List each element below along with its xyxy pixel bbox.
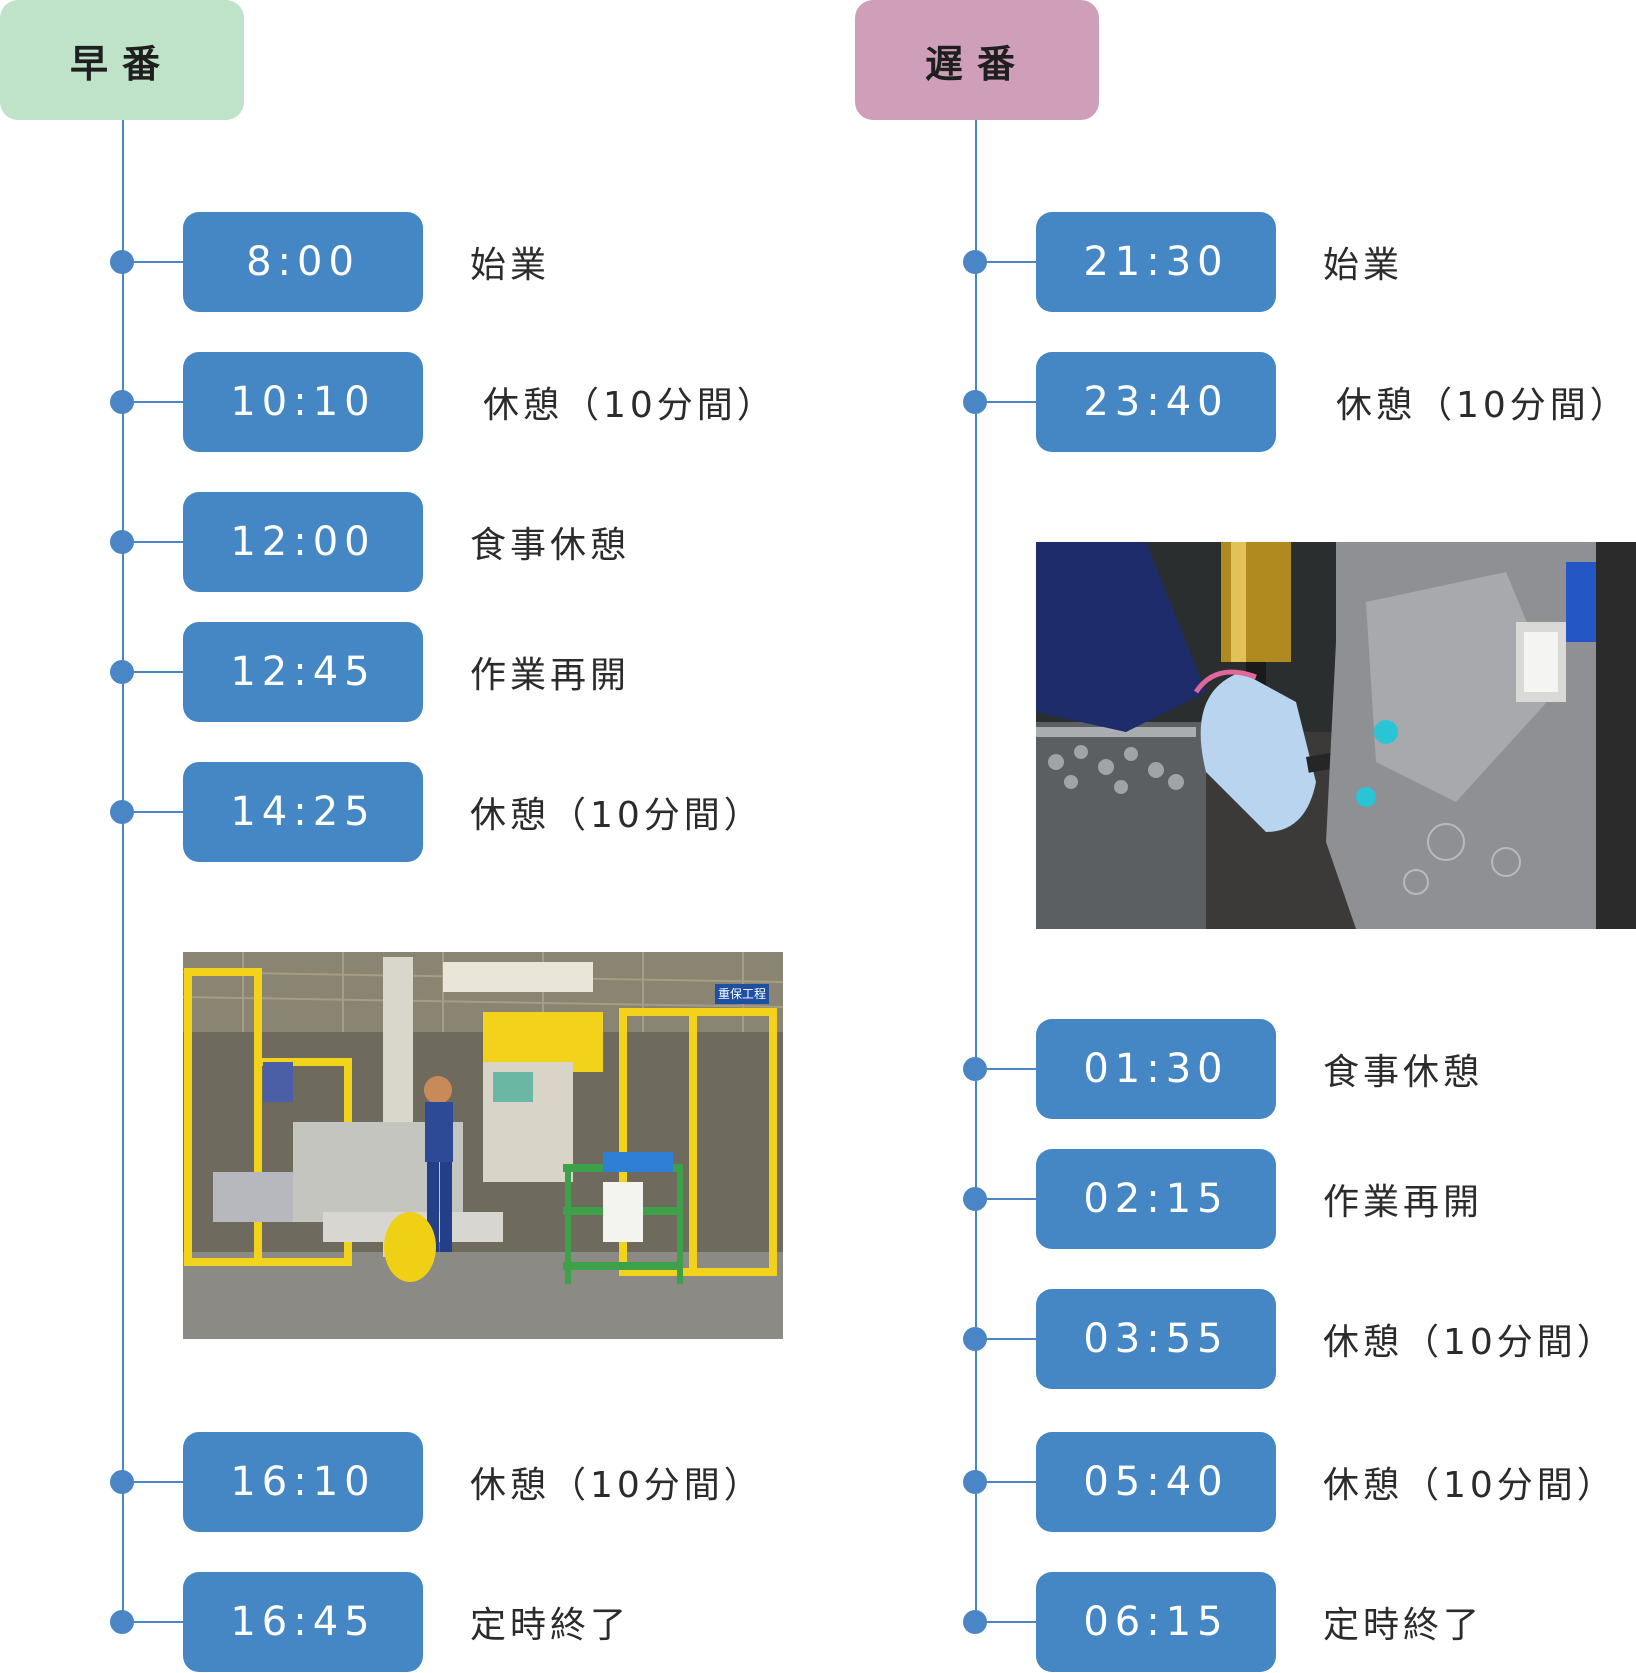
time-badge: 06:15	[1036, 1572, 1276, 1672]
timeline-entry: 14:25 休憩（10分間）	[110, 762, 760, 862]
time-badge: 02:15	[1036, 1149, 1276, 1249]
timeline-dot	[963, 1610, 987, 1634]
timeline-entry: 10:10 休憩（10分間）	[110, 352, 773, 452]
timeline-connector	[975, 1621, 1050, 1623]
event-label: 作業再開	[470, 655, 631, 696]
time-badge: 10:10	[183, 352, 423, 452]
timeline-connector	[975, 261, 1050, 263]
event-label: 休憩（10分間）	[1323, 1322, 1617, 1363]
timeline-dot	[110, 1470, 134, 1494]
timeline-dot	[963, 1187, 987, 1211]
time-badge: 12:00	[183, 492, 423, 592]
timeline-dot	[963, 1057, 987, 1081]
timeline-dot	[110, 660, 134, 684]
timeline-connector	[122, 1621, 197, 1623]
timeline-connector	[975, 401, 1050, 403]
engine-assembly-photo	[1036, 542, 1636, 929]
event-label: 作業再開	[1323, 1182, 1484, 1223]
time-badge: 16:10	[183, 1432, 423, 1532]
event-label: 休憩（10分間）	[483, 385, 777, 426]
timeline-connector	[975, 1481, 1050, 1483]
event-label: 始業	[470, 245, 551, 286]
time-badge: 05:40	[1036, 1432, 1276, 1532]
event-label: 食事休憩	[1323, 1052, 1484, 1093]
timeline-entry: 16:45 定時終了	[110, 1572, 750, 1672]
time-badge: 03:55	[1036, 1289, 1276, 1389]
timeline-dot	[963, 1470, 987, 1494]
timeline-entry: 23:40 休憩（10分間）	[963, 352, 1636, 452]
time-badge: 01:30	[1036, 1019, 1276, 1119]
timeline-connector	[975, 1068, 1050, 1070]
timeline-entry: 16:10 休憩（10分間）	[110, 1432, 760, 1532]
timeline-entry: 06:15 定時終了	[963, 1572, 1636, 1672]
timeline-entry: 05:40 休憩（10分間）	[963, 1432, 1636, 1532]
timeline-dot	[110, 390, 134, 414]
event-label: 休憩（10分間）	[1323, 1465, 1617, 1506]
timeline-connector	[975, 1198, 1050, 1200]
timeline-dot	[963, 1327, 987, 1351]
factory-floor-photo: 重保工程	[183, 952, 783, 1339]
timeline-entry: 02:15 作業再開	[963, 1149, 1636, 1249]
time-badge: 21:30	[1036, 212, 1276, 312]
time-badge: 23:40	[1036, 352, 1276, 452]
event-label: 定時終了	[1323, 1605, 1484, 1646]
timeline-dot	[110, 530, 134, 554]
timeline-entry: 8:00 始業	[110, 212, 750, 312]
event-label: 休憩（10分間）	[470, 1465, 764, 1506]
timeline-dot	[963, 390, 987, 414]
event-label: 休憩（10分間）	[1336, 385, 1630, 426]
factory-sign: 重保工程	[718, 986, 766, 1001]
timeline-connector	[122, 541, 197, 543]
timeline-entry: 12:00 食事休憩	[110, 492, 750, 592]
time-badge: 8:00	[183, 212, 423, 312]
early-shift-timeline-axis	[122, 120, 124, 1623]
late-shift-timeline-axis	[975, 120, 977, 1623]
timeline-dot	[110, 1610, 134, 1634]
time-badge: 14:25	[183, 762, 423, 862]
event-label: 始業	[1323, 245, 1404, 286]
timeline-entry: 03:55 休憩（10分間）	[963, 1289, 1636, 1389]
event-label: 定時終了	[470, 1605, 631, 1646]
timeline-entry: 21:30 始業	[963, 212, 1636, 312]
timeline-dot	[963, 250, 987, 274]
early-shift-header: 早番	[0, 0, 244, 120]
time-badge: 12:45	[183, 622, 423, 722]
timeline-entry: 01:30 食事休憩	[963, 1019, 1636, 1119]
timeline-connector	[122, 1481, 197, 1483]
timeline-connector	[975, 1338, 1050, 1340]
timeline-connector	[122, 811, 197, 813]
event-label: 食事休憩	[470, 525, 631, 566]
timeline-connector	[122, 671, 197, 673]
timeline-connector	[122, 401, 197, 403]
time-badge: 16:45	[183, 1572, 423, 1672]
timeline-dot	[110, 800, 134, 824]
timeline-entry: 12:45 作業再開	[110, 622, 750, 722]
timeline-connector	[122, 261, 197, 263]
late-shift-header: 遅番	[855, 0, 1099, 120]
timeline-dot	[110, 250, 134, 274]
event-label: 休憩（10分間）	[470, 795, 764, 836]
